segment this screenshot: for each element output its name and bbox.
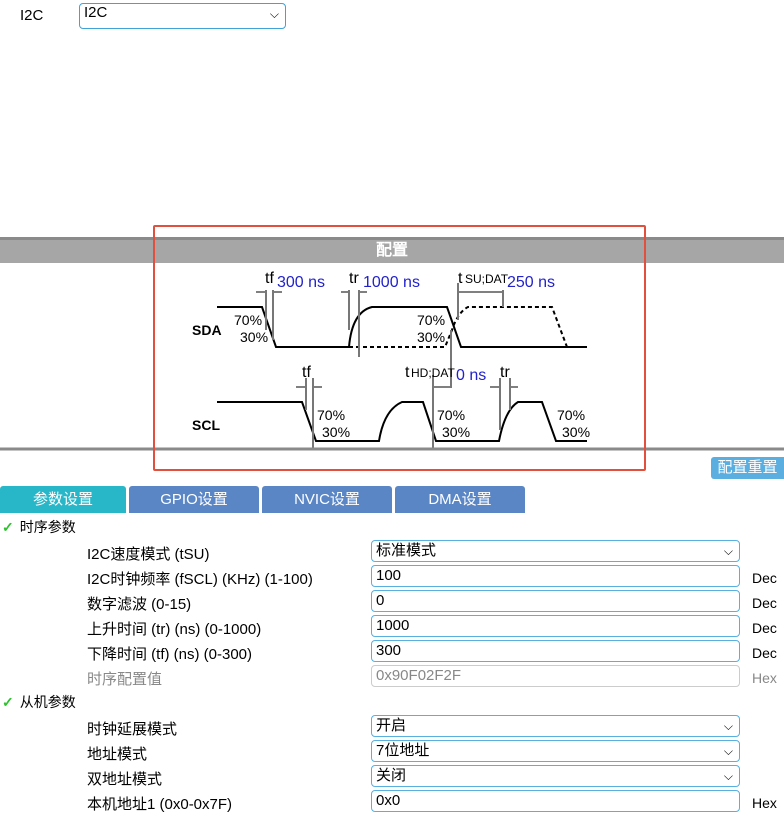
field-label: 本机地址1 (0x0-0x7F): [87, 796, 233, 813]
thd-label: HD;DAT: [411, 366, 455, 380]
unit-label: Dec: [752, 645, 777, 661]
scl-label: SCL: [192, 417, 220, 433]
chevron-down-icon: ✓: [2, 694, 14, 710]
field-label: 双地址模式: [87, 771, 163, 788]
tab-nvic[interactable]: NVIC设置: [262, 486, 392, 513]
section-header[interactable]: ✓ 从机参数: [0, 692, 76, 712]
tr-value: 1000 ns: [363, 274, 420, 291]
tab-gpio[interactable]: GPIO设置: [129, 486, 259, 513]
field-input: 0x90F02F2F: [371, 665, 740, 687]
pct70: 70%: [317, 407, 345, 423]
pct30: 30%: [442, 424, 470, 440]
sda-dashed-waveform: [349, 306, 568, 348]
highlight-box: [153, 225, 646, 471]
tr-label: tr: [349, 270, 359, 287]
unit-label: Hex: [752, 670, 777, 686]
field-value: 0x0: [376, 792, 401, 809]
pct70: 70%: [417, 312, 445, 328]
field-input[interactable]: 100: [371, 565, 740, 587]
chevron-down-icon: ⌵: [269, 7, 279, 21]
chevron-down-icon: ⌵: [723, 719, 733, 733]
unit-label: Dec: [752, 570, 777, 586]
tf-label: tf: [265, 270, 274, 287]
section-header[interactable]: ✓ 时序参数: [0, 517, 76, 537]
scl-tf-label: tf: [302, 364, 311, 381]
peripheral-select[interactable]: I2C ⌵: [79, 3, 286, 29]
scl-tr-label: tr: [500, 364, 510, 381]
field-input[interactable]: 1000: [371, 615, 740, 637]
i2c-timing-diagram: SDA SCL 70%30% 70%30% 70%30% 70%30% 70%3…: [0, 270, 784, 451]
sda-waveform: [217, 306, 587, 348]
field-label: 下降时间 (tf) (ns) (0-300): [87, 646, 253, 663]
tf-value: 300 ns: [277, 274, 325, 291]
peripheral-select-value: I2C: [84, 4, 108, 21]
unit-label: Dec: [752, 595, 777, 611]
field-value: 开启: [376, 717, 407, 734]
field-label: 数字滤波 (0-15): [87, 596, 192, 613]
reset-config-button[interactable]: 配置重置: [711, 457, 784, 479]
config-header: 配置: [0, 237, 784, 263]
field-value: 关闭: [376, 767, 407, 784]
field-select[interactable]: 标准模式 ⌵: [371, 540, 740, 562]
tsu-t: t: [458, 270, 463, 287]
thd-t: t: [405, 364, 410, 381]
field-label: I2C时钟频率 (fSCL) (KHz) (1-100): [87, 571, 313, 588]
pct30: 30%: [240, 329, 268, 345]
field-value: 标准模式: [376, 542, 437, 559]
unit-label: Dec: [752, 620, 777, 636]
field-select[interactable]: 关闭 ⌵: [371, 765, 740, 787]
chevron-down-icon: ✓: [2, 519, 14, 535]
scl-waveform: [217, 401, 587, 442]
thd-value: 0 ns: [456, 367, 486, 384]
pct70: 70%: [557, 407, 585, 423]
tsu-label: SU;DAT: [465, 272, 509, 286]
pct70: 70%: [437, 407, 465, 423]
unit-label: Hex: [752, 795, 777, 811]
pct30: 30%: [417, 329, 445, 345]
section-title: 从机参数: [19, 694, 76, 710]
field-label: I2C速度模式 (tSU): [87, 546, 210, 563]
pct70: 70%: [234, 312, 262, 328]
field-value: 300: [376, 642, 402, 659]
tab-params[interactable]: 参数设置: [0, 486, 126, 513]
tsu-value: 250 ns: [507, 274, 555, 291]
field-label: 上升时间 (tr) (ns) (0-1000): [87, 621, 262, 638]
field-value: 0: [376, 592, 385, 609]
tab-dma[interactable]: DMA设置: [395, 486, 525, 513]
chevron-down-icon: ⌵: [723, 769, 733, 783]
field-value: 7位地址: [376, 742, 430, 759]
field-label: 时序配置值: [87, 671, 163, 688]
pct30: 30%: [562, 424, 590, 440]
pct30: 30%: [322, 424, 350, 440]
field-select[interactable]: 7位地址 ⌵: [371, 740, 740, 762]
chevron-down-icon: ⌵: [723, 744, 733, 758]
field-value: 0x90F02F2F: [376, 667, 462, 684]
chevron-down-icon: ⌵: [723, 544, 733, 558]
field-label: 时钟延展模式: [87, 721, 178, 738]
field-value: 1000: [376, 617, 410, 634]
sda-label: SDA: [192, 322, 222, 338]
section-title: 时序参数: [19, 519, 76, 535]
peripheral-label: I2C: [20, 7, 44, 24]
field-label: 地址模式: [87, 746, 148, 763]
field-value: 100: [376, 567, 402, 584]
field-input[interactable]: 0: [371, 590, 740, 612]
field-input[interactable]: 300: [371, 640, 740, 662]
field-select[interactable]: 开启 ⌵: [371, 715, 740, 737]
field-input[interactable]: 0x0: [371, 790, 740, 812]
